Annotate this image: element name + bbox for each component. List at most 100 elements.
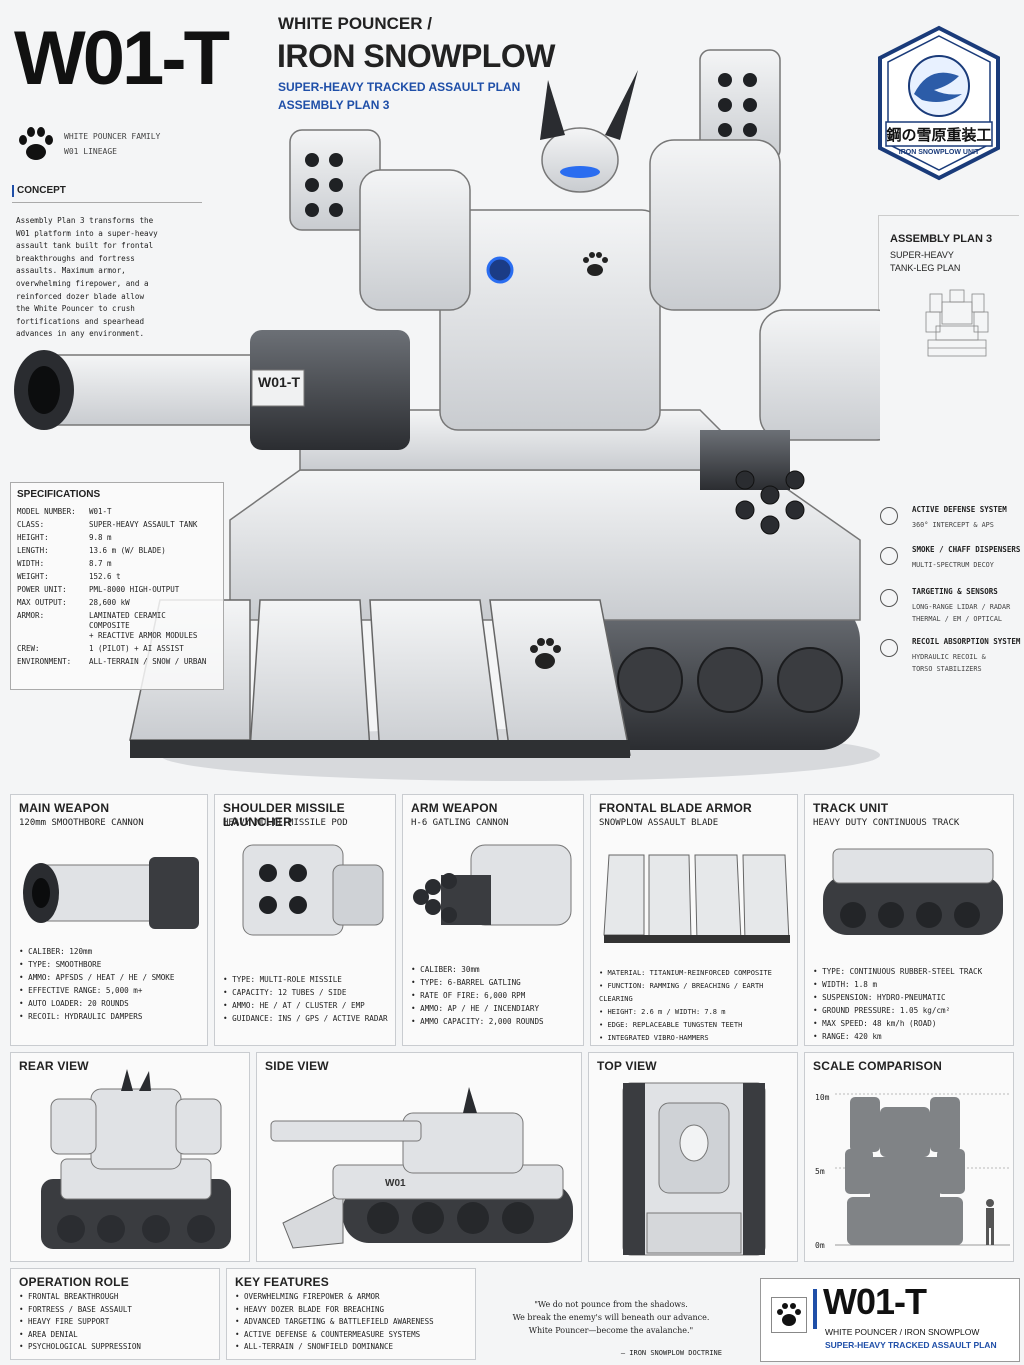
scale-tick-5: 5m xyxy=(815,1167,825,1176)
weapon-drawing xyxy=(413,844,572,926)
spec-row: CREW:1 (PILOT) + AI ASSIST xyxy=(17,644,217,654)
weapon-spec-item: AUTO LOADER: 20 ROUNDS xyxy=(19,997,174,1010)
spec-value: 9.8 m xyxy=(89,533,112,542)
scale-panel: SCALE COMPARISON 10m 5m 0m xyxy=(804,1052,1014,1262)
assembly-line-2: TANK-LEG PLAN xyxy=(890,263,961,273)
operation-role-item: PSYCHOLOGICAL SUPPRESSION xyxy=(19,1341,141,1354)
concept-text: Assembly Plan 3 transforms the W01 platf… xyxy=(16,216,158,339)
weapon-spec-item: TYPE: 6-BARREL GATLING xyxy=(411,976,544,989)
family-label: WHITE POUNCER FAMILY xyxy=(64,132,161,141)
smoke-icon xyxy=(880,547,898,565)
spec-row: POWER UNIT: PML-8000 HIGH-OUTPUT xyxy=(17,585,217,595)
spec-value: 8.7 m xyxy=(89,559,112,568)
weapon-subtitle: HEAVY DUTY CONTINUOUS TRACK xyxy=(813,818,960,828)
weapon-spec-item: EFFECTIVE RANGE: 5,000 m+ xyxy=(19,984,174,997)
spec-key: HEIGHT: xyxy=(17,533,49,542)
weapon-spec-item: CALIBER: 120mm xyxy=(19,945,174,958)
footer-badge: W01-T WHITE POUNCER / IRON SNOWPLOW SUPE… xyxy=(760,1278,1020,1362)
doctrine-quote: "We do not pounce from the shadows. We b… xyxy=(486,1298,736,1360)
machine-name: IRON SNOWPLOW xyxy=(277,38,555,74)
side-feature-sub: 360° INTERCEPT & APS xyxy=(912,521,994,529)
spec-row: HEIGHT: 9.8 m xyxy=(17,533,217,543)
weapon-spec-list: MATERIAL: TITANIUM-REINFORCED COMPOSITEF… xyxy=(599,967,797,1045)
side-feature-title: ACTIVE DEFENSE SYSTEM xyxy=(912,505,1007,514)
side-view-marking: W01 xyxy=(385,1178,406,1189)
spec-key: POWER UNIT: xyxy=(17,585,67,594)
assembly-heading: ASSEMBLY PLAN 3 xyxy=(890,233,993,245)
quote-line-2: We break the enemy's will beneath our ad… xyxy=(512,1313,710,1322)
spec-key: MAX OUTPUT: xyxy=(17,598,67,607)
subtitle-line-2: ASSEMBLY PLAN 3 xyxy=(278,98,390,112)
scale-title: SCALE COMPARISON xyxy=(813,1059,942,1073)
side-feature-sub: HYDRAULIC RECOIL & TORSO STABILIZERS xyxy=(912,653,986,673)
weapon-spec-item: CALIBER: 30mm xyxy=(411,963,544,976)
side-view-title: SIDE VIEW xyxy=(265,1059,329,1073)
weapon-spec-list: CALIBER: 30mmTYPE: 6-BARREL GATLINGRATE … xyxy=(411,963,544,1028)
spec-box xyxy=(10,482,224,690)
side-view-panel: SIDE VIEW W01 xyxy=(256,1052,582,1262)
scale-tick-10: 10m xyxy=(815,1093,830,1102)
spec-row: ARMOR: LAMINATED CERAMIC COMPOSITE + REAC… xyxy=(17,611,217,641)
spec-value: SUPER-HEAVY ASSAULT TANK xyxy=(89,520,198,529)
rear-view-title: REAR VIEW xyxy=(19,1059,89,1073)
side-feature-sub: LONG-RANGE LIDAR / RADAR THERMAL / EM / … xyxy=(912,603,1011,623)
operation-role-item: AREA DENIAL xyxy=(19,1329,141,1342)
quote-line-3: White Pouncer—become the avalanche." xyxy=(528,1326,694,1335)
spec-key: LENGTH: xyxy=(17,546,49,555)
spec-key: ARMOR: xyxy=(17,611,45,620)
key-features-panel: KEY FEATURES OVERWHELMING FIREPOWER & AR… xyxy=(226,1268,476,1360)
target-icon xyxy=(880,589,898,607)
weapon-subtitle: H-6 GATLING CANNON xyxy=(411,818,509,828)
top-view-panel: TOP VIEW xyxy=(588,1052,798,1262)
weapon-spec-item: TYPE: MULTI-ROLE MISSILE xyxy=(223,973,388,986)
weapon-title: MAIN WEAPON xyxy=(19,801,110,815)
weapon-spec-item: SUSPENSION: HYDRO-PNEUMATIC xyxy=(813,991,982,1004)
spec-key: MODEL NUMBER: xyxy=(17,507,76,516)
spec-key: WEIGHT: xyxy=(17,572,49,581)
spec-value: 13.6 m (W/ BLADE) xyxy=(89,546,166,555)
spec-row: ENVIRONMENT:ALL-TERRAIN / SNOW / URBAN xyxy=(17,657,217,667)
spec-value: PML-8000 HIGH-OUTPUT xyxy=(89,585,180,594)
spec-value: 152.6 t xyxy=(89,572,121,581)
key-features-list: OVERWHELMING FIREPOWER & ARMORHEAVY DOZE… xyxy=(235,1291,434,1354)
spec-row: MAX OUTPUT:28,600 kW xyxy=(17,598,217,608)
operation-role-heading: OPERATION ROLE xyxy=(19,1275,129,1289)
subtitle-line-1: SUPER-HEAVY TRACKED ASSAULT PLAN xyxy=(278,80,521,94)
spec-key: CREW: xyxy=(17,644,40,653)
footer-line-1: WHITE POUNCER / IRON SNOWPLOW xyxy=(825,1327,980,1337)
weapon-drawing xyxy=(23,857,199,929)
side-feature-title: RECOIL ABSORPTION SYSTEM xyxy=(912,637,1021,646)
spec-row: LENGTH: 13.6 m (W/ BLADE) xyxy=(17,546,217,556)
weapon-spec-item: RATE OF FIRE: 6,000 RPM xyxy=(411,989,544,1002)
weapon-spec-item: INTEGRATED VIBRO-HAMMERS xyxy=(599,1032,797,1045)
weapon-spec-item: EDGE: REPLACEABLE TUNGSTEN TEETH xyxy=(599,1019,797,1032)
concept-bar xyxy=(12,185,14,197)
shield-icon xyxy=(880,507,898,525)
weapon-panel: ARM WEAPON H-6 GATLING CANNON CALIBER: 30m… xyxy=(402,794,584,1046)
spec-value: LAMINATED CERAMIC COMPOSITE + REACTIVE A… xyxy=(89,611,198,640)
model-code: W01-T xyxy=(14,16,230,101)
spec-key: ENVIRONMENT: xyxy=(17,657,72,666)
weapon-title: ARM WEAPON xyxy=(411,801,498,815)
side-feature-title: TARGETING & SENSORS xyxy=(912,587,998,596)
footer-paw-box xyxy=(771,1297,807,1333)
rear-view-drawing xyxy=(41,1069,231,1249)
recoil-icon xyxy=(880,639,898,657)
spec-heading: SPECIFICATIONS xyxy=(17,489,101,500)
weapon-drawing xyxy=(242,844,384,936)
weapon-subtitle: SNOWPLOW ASSAULT BLADE xyxy=(599,818,719,828)
top-view-title: TOP VIEW xyxy=(597,1059,657,1073)
side-feature-title: SMOKE / CHAFF DISPENSERS xyxy=(912,545,1021,554)
footer-code: W01-T xyxy=(823,1281,927,1322)
operation-role-item: FORTRESS / BASE ASSAULT xyxy=(19,1304,141,1317)
paw-icon xyxy=(14,124,58,169)
spec-row: WEIGHT: 152.6 t xyxy=(17,572,217,582)
unit-emblem: 鋼の雪原重装工 IRON SNOWPLOW UNIT xyxy=(874,24,1004,182)
top-view-drawing xyxy=(622,1082,766,1256)
concept-heading: CONCEPT xyxy=(17,185,66,196)
weapon-title: TRACK UNIT xyxy=(813,801,889,815)
spec-row: WIDTH:8.7 m xyxy=(17,559,217,569)
